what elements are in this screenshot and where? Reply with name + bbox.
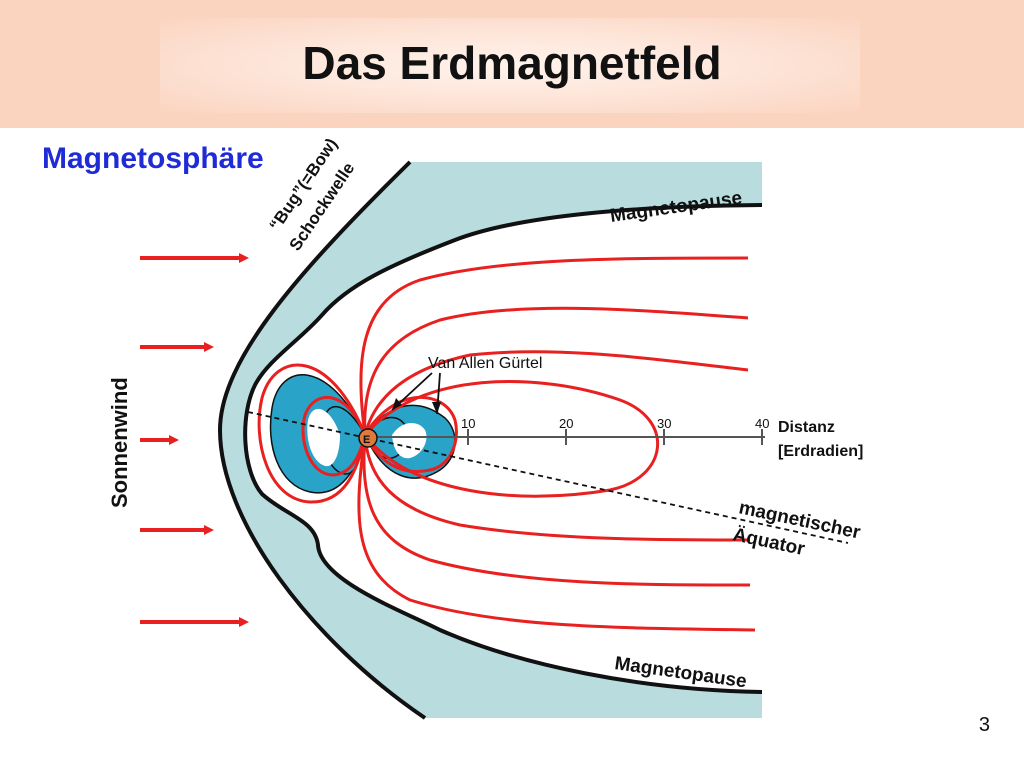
distance-tick-label-30: 30 <box>657 416 671 431</box>
belt-gap <box>307 408 340 467</box>
field-line-tail <box>359 256 749 436</box>
van-allen-pointer-head <box>392 398 402 410</box>
field-line-nightside <box>363 396 458 473</box>
earth-icon <box>358 428 378 448</box>
solar-wind-arrows <box>140 253 249 627</box>
slide-subtitle: Magnetosphäre <box>42 142 264 175</box>
field-line-tail <box>357 434 756 632</box>
solar-wind-label: Sonnenwind <box>107 377 132 508</box>
earth-label: E <box>363 434 370 446</box>
header-glow <box>160 18 860 113</box>
distance-tick-label-40: 40 <box>755 416 769 431</box>
distance-tick-label-10: 10 <box>461 416 475 431</box>
magnetic-equator-line <box>247 411 849 544</box>
magnetic-field-lines <box>257 256 756 632</box>
distance-label-line1: Distanz <box>778 419 835 436</box>
field-line-tail <box>363 434 751 542</box>
magnetopause-boundary <box>243 203 763 694</box>
bow-shock-line <box>217 160 427 720</box>
field-line-dayside <box>257 363 367 504</box>
field-line-nightside <box>363 380 659 498</box>
distance-label-line2: [Erdradien] <box>778 443 863 460</box>
distance-tick-label-20: 20 <box>559 416 573 431</box>
slide-title: Das Erdmagnetfeld <box>302 37 722 89</box>
distance-ticks <box>467 429 763 445</box>
van-allen-label: Van Allen Gürtel <box>428 355 542 372</box>
field-line-tail <box>363 350 749 436</box>
van-allen-pointer-head <box>432 402 441 414</box>
field-line-tail <box>362 434 751 587</box>
field-line-dayside <box>301 395 367 477</box>
field-line-tail <box>363 306 749 436</box>
page-number: 3 <box>978 714 990 736</box>
